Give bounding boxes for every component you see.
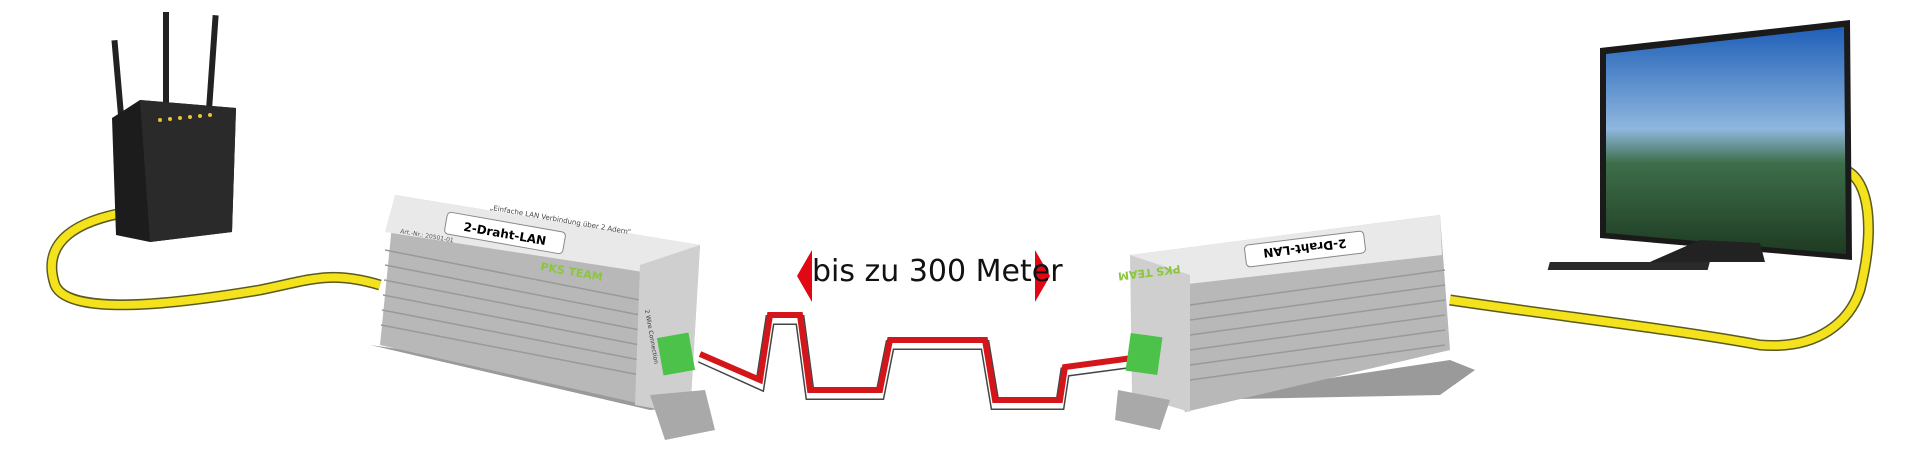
lan-adapter-right: 2-Draht-LAN PKS TEAM <box>1115 215 1475 430</box>
router <box>111 12 236 242</box>
lan-adapter-left: 2-Draht-LAN „Einfache LAN Verbindung übe… <box>370 195 715 440</box>
two-wire-cable <box>697 312 1141 410</box>
arrow-right-icon <box>1035 250 1050 302</box>
television <box>1547 20 1852 270</box>
distance-label: bis zu 300 Meter <box>812 254 1063 289</box>
arrow-left-icon <box>797 250 812 302</box>
